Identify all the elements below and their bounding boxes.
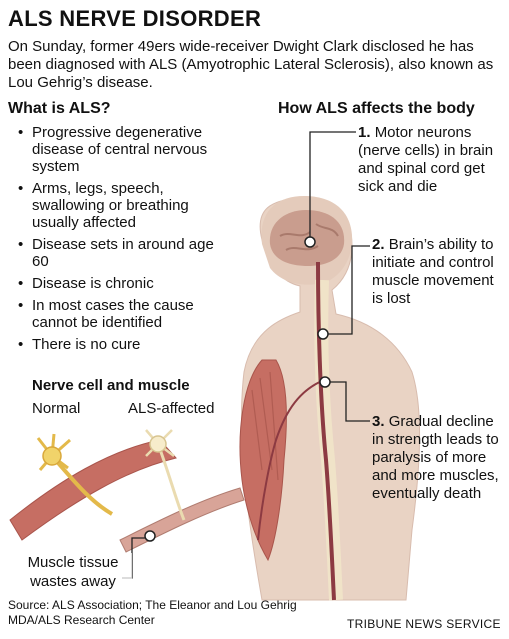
muscle-tissue-wasted xyxy=(119,487,245,553)
fact-item: Disease is chronic xyxy=(18,275,233,292)
step-text: Brain’s ability to initiate and control … xyxy=(372,236,494,307)
step-number: 2. xyxy=(372,236,385,253)
als-facts-list: Progressive degenerative disease of cent… xyxy=(18,124,233,358)
muscle-wastes-label: Muscle tissue wastes away xyxy=(14,553,132,591)
intro-text: On Sunday, former 49ers wide-receiver Dw… xyxy=(8,38,494,91)
callout-line-3 xyxy=(328,381,370,422)
source-note: Source: ALS Association; The Eleanor and… xyxy=(8,598,297,627)
callout-line-1 xyxy=(309,131,356,238)
brain-folds xyxy=(279,223,339,251)
what-is-als-heading: What is ALS? xyxy=(8,100,111,117)
nerve-muscle-inset xyxy=(9,429,245,579)
how-als-affects-heading: How ALS affects the body xyxy=(278,100,475,117)
fact-item: Disease sets in around age 60 xyxy=(18,236,233,270)
page-title: ALS NERVE DISORDER xyxy=(8,6,262,31)
als-neuron-body xyxy=(149,435,167,453)
marker-spine-upper xyxy=(317,328,329,340)
nerve-cord xyxy=(316,261,336,601)
fact-item: Progressive degenerative disease of cent… xyxy=(18,124,233,175)
fact-item: Arms, legs, speech, swallowing or breath… xyxy=(18,180,233,231)
step-number: 1. xyxy=(358,124,371,141)
step-number: 3. xyxy=(372,413,385,430)
callout-line-2 xyxy=(326,245,370,335)
muscle-fibers xyxy=(251,371,279,481)
marker-muscle xyxy=(144,530,156,542)
credit-line: TRIBUNE NEWS SERVICE xyxy=(347,617,501,631)
nerve-branch xyxy=(257,379,325,541)
step-text: Gradual decline in strength leads to par… xyxy=(372,413,499,502)
normal-label: Normal xyxy=(32,400,81,417)
nerve-cell-heading: Nerve cell and muscle xyxy=(32,377,190,394)
step-1-callout: 1. Motor neurons (nerve cells) in brain … xyxy=(358,124,503,196)
step-3-callout: 3. Gradual decline in strength leads to … xyxy=(372,413,502,503)
callout-lines xyxy=(309,131,370,422)
marker-spine-lower xyxy=(319,376,331,388)
step-text: Motor neurons (nerve cells) in brain and… xyxy=(358,124,494,195)
step-2-callout: 2. Brain’s ability to initiate and contr… xyxy=(372,236,502,308)
normal-neuron-body xyxy=(42,446,62,466)
fact-item: There is no cure xyxy=(18,336,233,353)
fact-item: In most cases the cause cannot be identi… xyxy=(18,297,233,331)
marker-brain xyxy=(304,236,316,248)
als-affected-label: ALS-affected xyxy=(128,400,215,417)
muscle-tissue-normal xyxy=(9,439,177,541)
